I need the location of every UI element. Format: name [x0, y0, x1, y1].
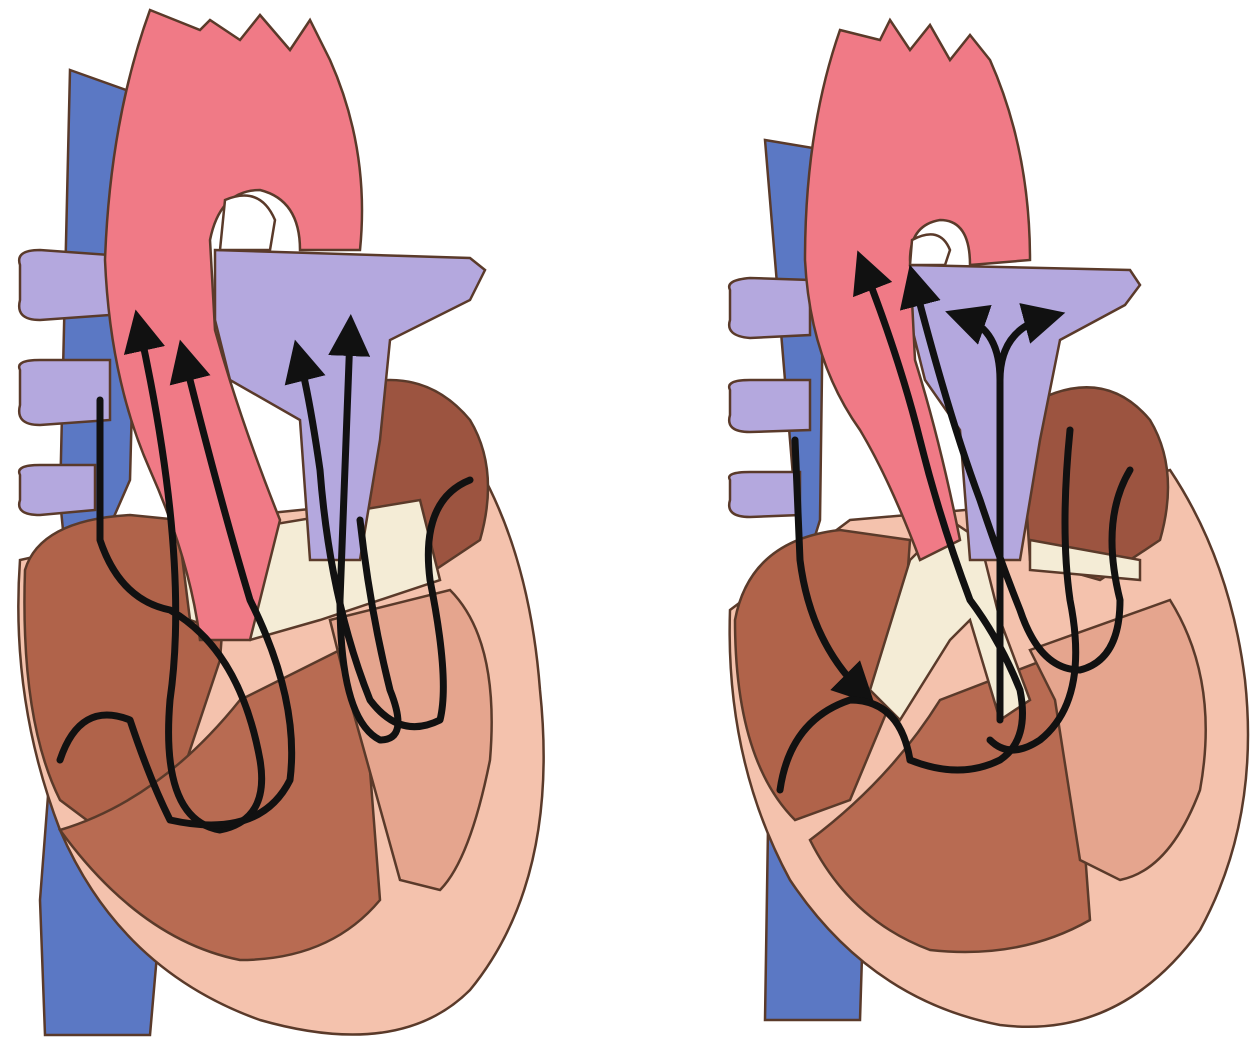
heart-right-svg	[700, 0, 1253, 1063]
aortic-arch-opening-right	[910, 234, 950, 265]
pulmonary-vein-lobe-3	[729, 472, 800, 517]
heart-left-svg	[0, 0, 560, 1063]
heart-illustration-left	[0, 0, 560, 1063]
pulmonary-vein-lobe-2	[19, 360, 110, 425]
pulmonary-vein-lobe-2	[729, 380, 810, 432]
pulmonary-vein-lobe-1	[19, 250, 110, 320]
pulmonary-vein-lobe-1	[729, 278, 810, 338]
heart-illustration-right	[700, 0, 1253, 1063]
pulmonary-vein-lobe-3	[19, 465, 95, 515]
aortic-arch-opening-left	[220, 196, 275, 251]
